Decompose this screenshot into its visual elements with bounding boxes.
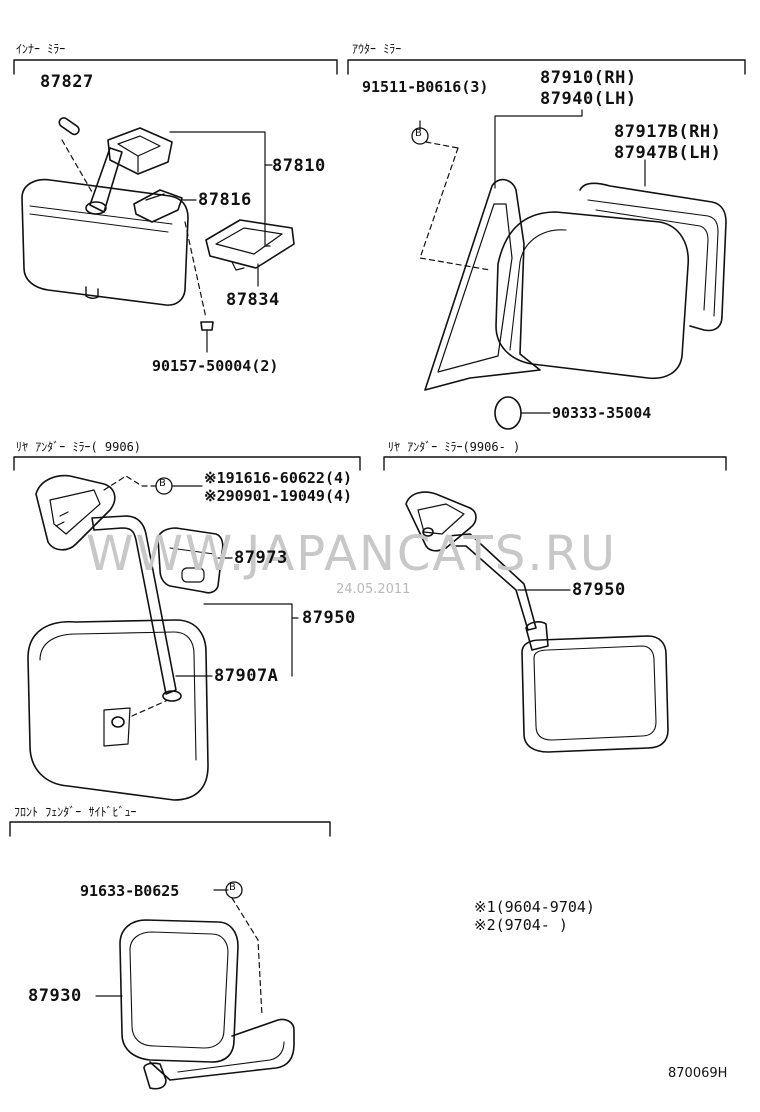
part-label-87940-lh[interactable]: 87940(LH) bbox=[540, 89, 637, 109]
part-label-87917b-rh[interactable]: 87917B(RH) bbox=[614, 122, 722, 142]
diagram-code: 870069H bbox=[668, 1066, 728, 1081]
part-label-91616-60622[interactable]: ※191616-60622(4) bbox=[204, 469, 353, 487]
marker-b-letter: B bbox=[229, 882, 236, 893]
section-brackets bbox=[9, 59, 746, 837]
part-label-87950[interactable]: 87950 bbox=[572, 580, 626, 600]
rear-under-mirror-old-drawing bbox=[27, 474, 299, 801]
part-label-91633-b0625[interactable]: 91633-B0625 bbox=[80, 882, 180, 900]
part-label-87834[interactable]: 87834 bbox=[226, 290, 280, 310]
pin-87827 bbox=[58, 117, 80, 136]
part-label-90901-19049[interactable]: ※290901-19049(4) bbox=[204, 487, 353, 505]
part-label-87910-rh[interactable]: 87910(RH) bbox=[540, 68, 637, 88]
section-title-rear-under-mirror-old: ﾘﾔ ｱﾝﾀﾞｰ ﾐﾗｰ( 9906) bbox=[16, 440, 142, 454]
section-title-front-fender-side-view: ﾌﾛﾝﾄ ﾌｪﾝﾀﾞｰ ｻｲﾄﾞﾋﾞｭｰ bbox=[14, 805, 137, 819]
front-fender-mirror-drawing bbox=[95, 889, 295, 1090]
note-1: ※1(9604-9704) bbox=[474, 898, 595, 916]
section-title-rear-under-mirror-new: ﾘﾔ ｱﾝﾀﾞｰ ﾐﾗｰ(9906- ) bbox=[388, 440, 521, 454]
inner-mirror-drawing bbox=[21, 117, 295, 353]
part-label-87973[interactable]: 87973 bbox=[234, 548, 288, 568]
part-label-87816[interactable]: 87816 bbox=[198, 190, 252, 210]
marker-b-letter: B bbox=[415, 128, 422, 139]
rear-under-mirror-new-drawing bbox=[405, 491, 669, 753]
marker-b-circles bbox=[155, 127, 429, 899]
part-label-91511-b0616[interactable]: 91511-B0616(3) bbox=[362, 78, 489, 96]
part-label-90333-35004[interactable]: 90333-35004 bbox=[552, 404, 652, 422]
part-label-87810[interactable]: 87810 bbox=[272, 156, 326, 176]
note-2: ※2(9704- ) bbox=[474, 916, 568, 934]
watermark-date: 24.05.2011 bbox=[336, 582, 411, 597]
outer-mirror-drawing bbox=[419, 109, 727, 430]
part-label-87947b-lh[interactable]: 87947B(LH) bbox=[614, 143, 722, 163]
section-title-outer-mirror: ｱｳﾀｰ ﾐﾗｰ bbox=[352, 42, 402, 56]
part-label-90157-50004[interactable]: 90157-50004(2) bbox=[152, 357, 279, 375]
part-label-87827[interactable]: 87827 bbox=[40, 72, 94, 92]
watermark-text: WWW.JAPANCATS.RU bbox=[86, 526, 618, 582]
part-label-87950[interactable]: 87950 bbox=[302, 608, 356, 628]
part-label-87907a[interactable]: 87907A bbox=[214, 666, 279, 686]
part-label-87930[interactable]: 87930 bbox=[28, 986, 82, 1006]
section-title-inner-mirror: ｲﾝﾅｰ ﾐﾗｰ bbox=[16, 42, 66, 56]
marker-b-letter: B bbox=[159, 478, 166, 489]
